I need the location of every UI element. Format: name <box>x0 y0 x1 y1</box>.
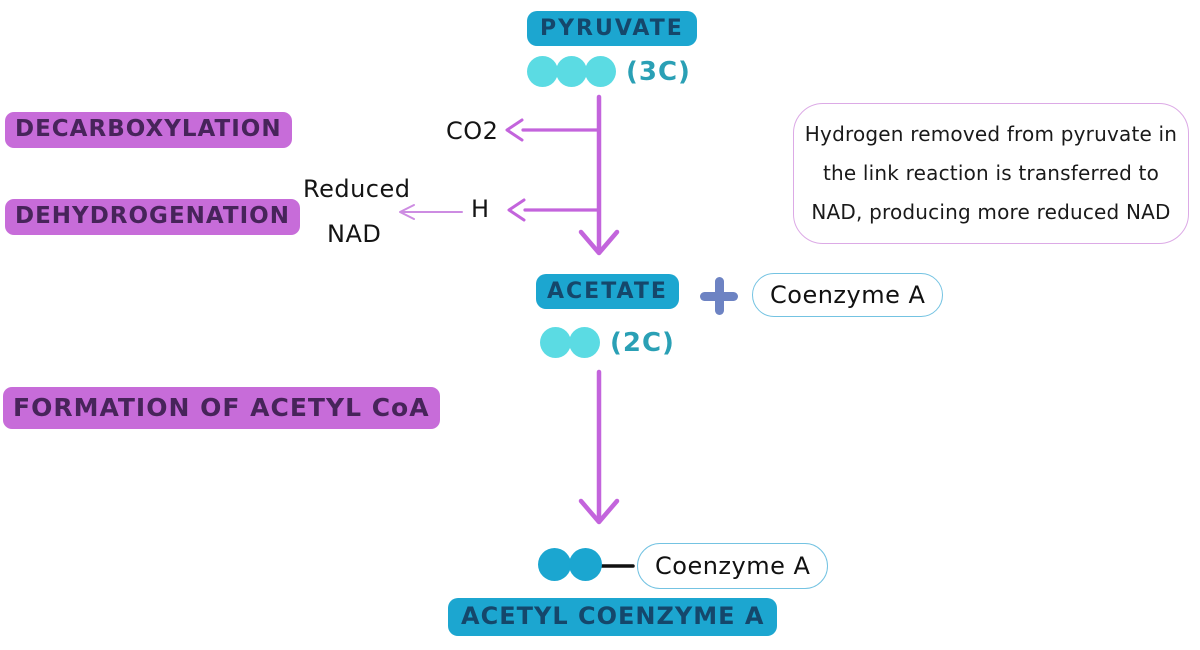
pyruvate-carbons: (3C) <box>527 56 691 87</box>
dehydrogenation-label: DEHYDROGENATION <box>5 199 300 235</box>
carbon-dot <box>585 56 616 87</box>
arrow-pyruvate-to-acetate-head <box>578 229 620 256</box>
coenzyme-a-pill: Coenzyme A <box>752 273 944 317</box>
acetyl-coa-carbons <box>538 548 602 581</box>
hydrogen-label: H <box>471 195 490 223</box>
arrow-co2-branch-head <box>505 118 524 142</box>
co2-label: CO2 <box>446 117 499 145</box>
acetate-carbon-count: (2C) <box>610 327 675 358</box>
arrow-h-to-nad-head <box>399 204 415 220</box>
carbon-dot <box>540 327 571 358</box>
pyruvate-carbon-count: (3C) <box>626 56 691 87</box>
pyruvate-badge: PYRUVATE <box>527 11 697 47</box>
arrow-acetate-to-acetylcoa-head <box>578 498 620 525</box>
arrow-h-branch-head <box>507 198 526 222</box>
acetate-carbons: (2C) <box>540 327 675 358</box>
carbon-dot <box>569 548 602 581</box>
carbon-dot <box>556 56 587 87</box>
note-line: the link reaction is transferred to <box>822 161 1160 185</box>
formation-of-acetyl-coa-label: FORMATION OF ACETYL CoA <box>3 387 440 429</box>
acetate-badge: ACETATE <box>536 274 679 310</box>
carbon-dot <box>569 327 600 358</box>
note-line: NAD, producing more reduced NAD <box>811 200 1171 224</box>
coenzyme-a-pill: Coenzyme A <box>637 543 829 589</box>
reduced-nad-line2: NAD <box>327 220 382 248</box>
carbon-dot <box>527 56 558 87</box>
note-line: Hydrogen removed from pyruvate in <box>804 122 1178 146</box>
carbon-dot <box>538 548 571 581</box>
decarboxylation-label: DECARBOXYLATION <box>5 112 292 148</box>
reduced-nad-line1: Reduced <box>303 175 411 203</box>
acetyl-coenzyme-a-badge: ACETYL COENZYME A <box>448 598 778 636</box>
hydrogen-note-box: Hydrogen removed from pyruvate in the li… <box>793 103 1189 244</box>
plus-icon <box>700 277 738 315</box>
